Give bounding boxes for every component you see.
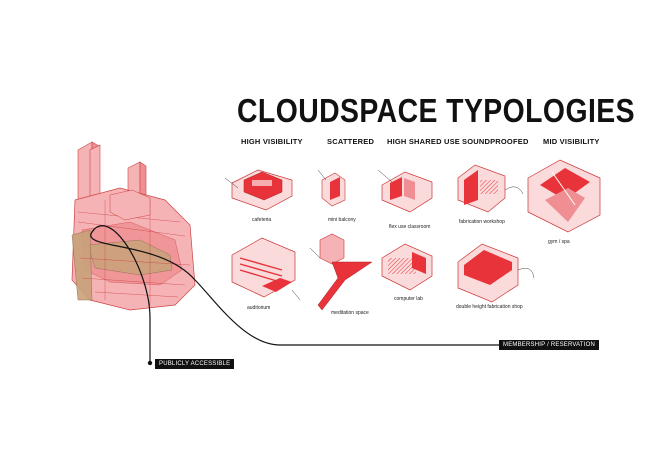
fabrication-workshop-drawing xyxy=(457,164,524,213)
caption-mini-balcony: mini balcony xyxy=(328,217,356,223)
membership-reservation-tag: MEMBERSHIP / RESERVATION xyxy=(499,340,600,350)
gym-spa-drawing xyxy=(527,159,601,233)
flex-use-classroom-drawing xyxy=(377,169,433,213)
auditorium-drawing xyxy=(231,237,301,301)
caption-meditation-space: meditation space xyxy=(331,310,369,316)
caption-cafeteria: cafeteria xyxy=(252,217,272,223)
page-title: CLOUDSPACE TYPOLOGIES xyxy=(237,92,635,129)
caption-gym-spa: gym / spa xyxy=(548,239,570,245)
double-height-fabrication-shop-drawing xyxy=(457,243,535,303)
caption-auditorium: auditorium xyxy=(247,305,271,311)
column-head-scattered: SCATTERED xyxy=(327,137,375,146)
meditation-space-drawing xyxy=(309,233,373,311)
column-head-soundproofed: SOUNDPROOFED xyxy=(462,137,529,146)
column-head-mid-visibility: MID VISIBILITY xyxy=(543,137,600,146)
building-massing xyxy=(71,141,196,311)
cafeteria-drawing xyxy=(224,169,293,211)
caption-flex-use-classroom: flex use classroom xyxy=(389,224,431,230)
column-head-high-shared-use: HIGH SHARED USE xyxy=(387,137,461,146)
publicly-accessible-tag: PUBLICLY ACCESSIBLE xyxy=(155,359,235,369)
mini-balcony-drawing xyxy=(317,169,346,207)
computer-lab-drawing xyxy=(381,243,433,291)
caption-computer-lab: computer lab xyxy=(394,296,423,302)
access-start-dot xyxy=(147,360,153,366)
access-path xyxy=(90,225,595,362)
column-head-high-visibility: HIGH VISIBILITY xyxy=(241,137,303,146)
caption-double-height-fabrication-shop: double height fabrication shop xyxy=(456,304,523,310)
caption-fabrication-workshop: fabrication workshop xyxy=(459,219,505,225)
